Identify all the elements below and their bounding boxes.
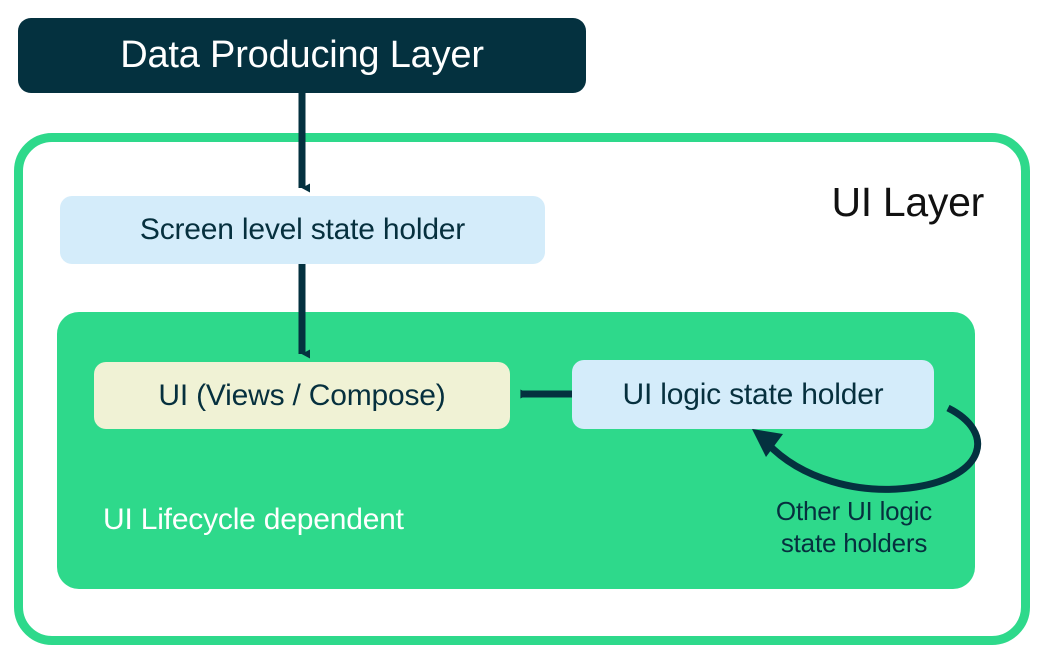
ui-layer-title: UI Layer [831, 179, 984, 225]
data-producing-layer-label: Data Producing Layer [120, 33, 484, 76]
other-state-holders-line-1: Other UI logic [775, 496, 933, 526]
ui-views-compose-box: UI (Views / Compose) [94, 362, 510, 429]
other-state-holders-caption: Other UI logic state holders [745, 496, 963, 559]
ui-logic-state-holder-box: UI logic state holder [572, 360, 934, 429]
screen-level-state-holder-label: Screen level state holder [139, 213, 466, 247]
ui-logic-state-holder-label: UI logic state holder [622, 377, 884, 411]
screen-level-state-holder-box: Screen level state holder [60, 196, 545, 264]
ui-views-compose-label: UI (Views / Compose) [158, 378, 446, 412]
data-producing-layer-box: Data Producing Layer [18, 18, 586, 93]
other-state-holders-line-2: state holders [780, 527, 928, 558]
ui-lifecycle-dependent-label: UI Lifecycle dependent [103, 503, 404, 536]
